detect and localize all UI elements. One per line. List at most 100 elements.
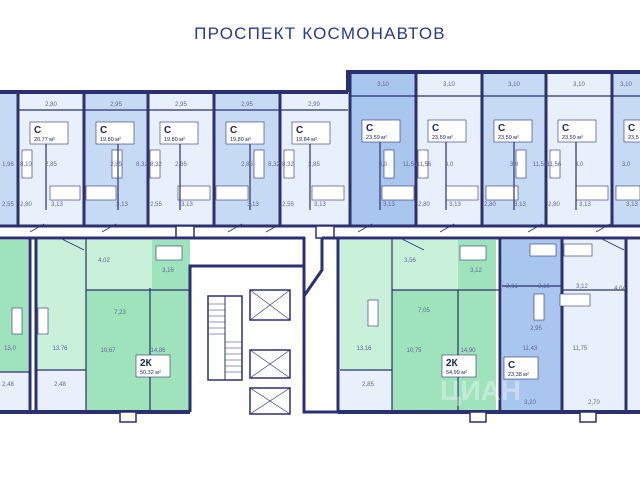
edge-dim: 2,55 bbox=[2, 202, 14, 208]
top-unit-width-dim: 2,95 bbox=[241, 102, 253, 108]
unit-label-box bbox=[159, 121, 199, 145]
unit-type: С bbox=[562, 123, 569, 134]
unit-bath-width-dim: 2,80 bbox=[548, 202, 560, 208]
edge-room-dim: 13,0 bbox=[4, 346, 16, 352]
unit-bath-width-dim: 2,80 bbox=[484, 202, 496, 208]
watermark: ЦИАН bbox=[440, 375, 521, 406]
bottom-room-dim: 3,12 bbox=[576, 284, 588, 290]
unit-type: С bbox=[164, 125, 171, 136]
street-title: ПРОСПЕКТ КОСМОНАВТОВ bbox=[194, 24, 446, 43]
unit-length-dim: 11,56 bbox=[403, 162, 418, 168]
unit-label-box bbox=[557, 119, 597, 143]
unit-type: С bbox=[296, 125, 303, 136]
unit-label-box bbox=[291, 121, 331, 145]
unit-mid-dim: 2,85 bbox=[175, 162, 187, 168]
bottom-unit-label-box bbox=[503, 356, 539, 380]
unit-length-dim: 8,32 bbox=[268, 162, 280, 168]
unit-length-dim: 11,56 bbox=[417, 162, 432, 168]
bottom-room-dim: 4,04 bbox=[614, 286, 626, 292]
bottom-room-dim: 4,02 bbox=[98, 258, 110, 264]
unit-area: 19,84 м² bbox=[296, 137, 317, 143]
bottom-unit-2-room-fill bbox=[340, 240, 392, 370]
bottom-unit-area: 23,38 м² bbox=[508, 372, 529, 378]
bottom-unit-label-box bbox=[441, 354, 477, 378]
edge-dim: 1,96 bbox=[2, 162, 14, 168]
bottom-unit-type: С bbox=[508, 360, 515, 371]
bottom-room-dim: 11,75 bbox=[573, 346, 588, 352]
bottom-row-walls bbox=[0, 236, 640, 423]
elevators bbox=[249, 289, 291, 415]
edge-balcony-dim: 2,48 bbox=[2, 382, 14, 388]
bottom-room-dim: 7,05 bbox=[418, 308, 430, 314]
bottom-room-dim: 2,48 bbox=[54, 382, 66, 388]
unit-label-box bbox=[225, 121, 265, 145]
unit-length-dim: 8,32 bbox=[150, 162, 162, 168]
top-unit-width-dim: 2,95 bbox=[110, 102, 122, 108]
unit-mid-dim: 3,0 bbox=[445, 162, 454, 168]
unit-area: 19,80 м² bbox=[230, 137, 251, 143]
unit-length-dim: 8,10 bbox=[20, 162, 32, 168]
unit-area: 19,80 м² bbox=[100, 137, 121, 143]
unit-area: 20,77 м² bbox=[34, 137, 55, 143]
unit-4-fill bbox=[214, 94, 280, 226]
bottom-room-dim: 10,67 bbox=[100, 348, 116, 354]
bottom-room-dim: 14,90 bbox=[460, 348, 476, 354]
unit-area: 23,59 м² bbox=[366, 135, 387, 141]
unit-bath-dim: 3,13 bbox=[181, 202, 193, 208]
unit-mid-dim: 2,85 bbox=[45, 162, 57, 168]
unit-type: С bbox=[432, 123, 439, 134]
top-row-fixtures bbox=[21, 149, 640, 201]
unit-length-dim: 8,32 bbox=[136, 162, 148, 168]
unit-bath-dim: 3,13 bbox=[626, 202, 638, 208]
bottom-room-dim: 3,56 bbox=[404, 258, 416, 264]
unit-bath-width-dim: 2,55 bbox=[282, 202, 294, 208]
unit-label-box bbox=[623, 119, 640, 143]
top-unit-width-dim: 3,10 bbox=[443, 82, 455, 88]
unit-10-fill bbox=[612, 74, 640, 226]
unit-mid-dim: 3,0 bbox=[510, 162, 519, 168]
unit-area: 23,59 м² bbox=[432, 135, 453, 141]
top-unit-width-dim: 2,99 bbox=[308, 102, 320, 108]
unit-bath-dim: 3,13 bbox=[51, 202, 63, 208]
unit-edge-left-fill bbox=[0, 94, 18, 226]
top-unit-width-dim: 3,10 bbox=[508, 82, 520, 88]
bottom-unit-4-fill bbox=[562, 240, 640, 410]
top-unit-width-dim: 3,10 bbox=[573, 82, 585, 88]
unit-area: 19,80 м² bbox=[164, 137, 185, 143]
top-unit-width-dim: 2,95 bbox=[175, 102, 187, 108]
unit-bath-width-dim: 2,80 bbox=[20, 202, 32, 208]
bottom-unit-type: 2К bbox=[446, 358, 459, 369]
unit-bath-dim: 3,13 bbox=[514, 202, 526, 208]
top-unit-width-dim: 3,10 bbox=[377, 82, 389, 88]
unit-label-box bbox=[361, 119, 401, 143]
unit-area: 23,59 м² bbox=[498, 135, 519, 141]
bottom-unit-label-box bbox=[135, 354, 171, 378]
unit-length-dim: 8,32 bbox=[282, 162, 294, 168]
unit-area: 23,5 bbox=[628, 135, 639, 141]
unit-bath-dim: 3,13 bbox=[314, 202, 326, 208]
bottom-room-dim: 13,16 bbox=[356, 346, 372, 352]
unit-mid-dim: 2,85 bbox=[308, 162, 320, 168]
unit-label-box bbox=[95, 121, 135, 145]
top-unit-width-dim: 2,80 bbox=[45, 102, 57, 108]
bottom-room-dim: 3,16 bbox=[538, 284, 550, 290]
unit-bath-width-dim: 2,55 bbox=[150, 202, 162, 208]
unit-mid-dim: 2,85 bbox=[241, 162, 253, 168]
unit-label-box bbox=[427, 119, 467, 143]
unit-label-box bbox=[493, 119, 533, 143]
unit-type: С bbox=[100, 125, 107, 136]
unit-area: 23,59 м² bbox=[562, 135, 583, 141]
bottom-room-dim: 7,23 bbox=[114, 310, 126, 316]
bottom-room-dim: 10,75 bbox=[406, 348, 422, 354]
bottom-room-dim: 3,20 bbox=[524, 400, 536, 406]
bottom-room-dim: 14,86 bbox=[150, 348, 166, 354]
unit-length-dim: 11,56 bbox=[533, 162, 548, 168]
unit-type: С bbox=[230, 125, 237, 136]
bottom-row-fixtures bbox=[11, 243, 593, 335]
stairwell bbox=[207, 295, 243, 381]
top-row-backgrounds bbox=[0, 74, 640, 226]
bottom-room-dim: 13,76 bbox=[52, 346, 68, 352]
